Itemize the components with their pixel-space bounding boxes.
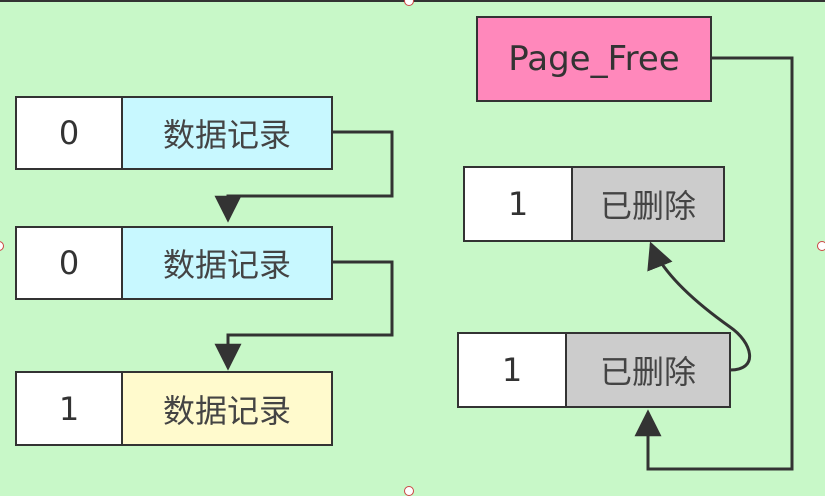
delete-flag: 1 [459,334,567,406]
next-pointer-arrow-1 [214,130,394,223]
delete-flag: 1 [17,373,123,444]
delete-flag: 1 [465,168,573,240]
data-record-2: 0 数据记录 [15,226,333,300]
record-label: 数据记录 [123,373,331,444]
resize-handle-bottom[interactable] [404,486,414,496]
page-free-pointer-arrow [634,56,794,471]
record-label: 数据记录 [123,228,331,298]
data-record-3: 1 数据记录 [15,371,333,446]
delete-flag: 0 [17,98,123,168]
data-record-1: 0 数据记录 [15,96,333,170]
deleted-record-1: 1 已删除 [463,166,725,242]
free-list-pointer-arrow [647,241,751,372]
deleted-record-2: 1 已删除 [457,332,731,408]
record-label: 数据记录 [123,98,331,168]
next-pointer-arrow-2 [214,260,394,371]
delete-flag: 0 [17,228,123,298]
page-free-box: Page_Free [476,16,712,102]
resize-handle-top[interactable] [404,0,414,6]
resize-handle-right[interactable] [817,241,825,251]
page-free-label: Page_Free [508,39,680,79]
deleted-label: 已删除 [573,168,723,240]
deleted-label: 已删除 [567,334,729,406]
